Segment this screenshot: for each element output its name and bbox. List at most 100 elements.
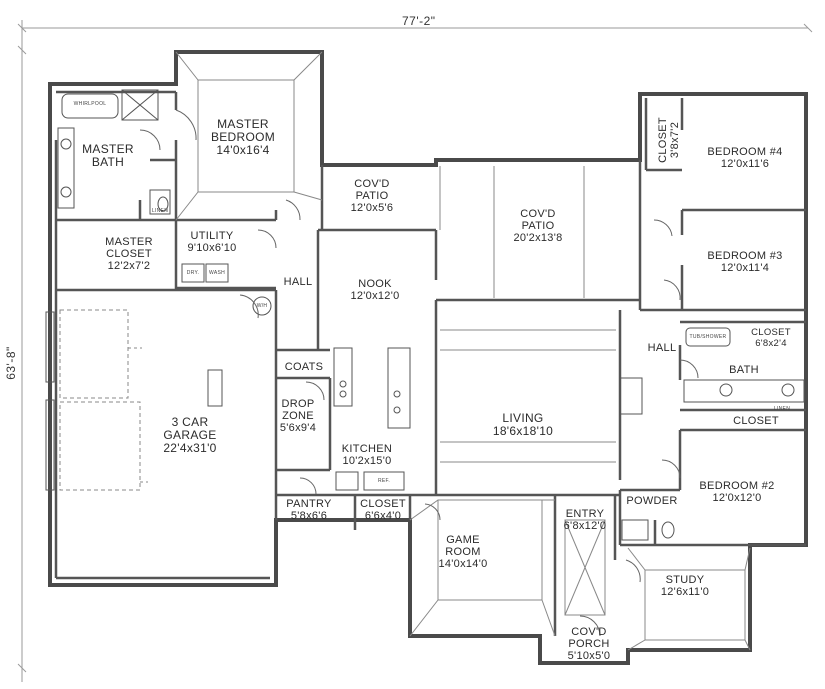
room-size: 5'10x5'0: [567, 650, 611, 662]
room-name: DROP ZONE: [281, 398, 315, 422]
room-size: 12'0x12'0: [712, 492, 762, 504]
room-master-bedroom: MASTER BEDROOM 14'0x16'4: [206, 118, 280, 157]
linen-label-master: LINEN: [151, 208, 169, 214]
room-size: 6'8x12'0: [563, 520, 607, 532]
room-closet-bed4: CLOSET 3'8x7'2: [657, 105, 681, 175]
powder-toilet: [661, 521, 675, 539]
room-size: 6'6x4'0: [364, 510, 402, 522]
room-garage: 3 CAR GARAGE 22'4x31'0: [150, 416, 230, 455]
room-entry: ENTRY 6'8x12'0: [558, 508, 612, 532]
room-drop-zone: DROP ZONE 5'6x9'4: [276, 398, 320, 434]
room-name: GAME ROOM: [445, 534, 481, 558]
room-size: 6'8x2'4: [755, 337, 787, 349]
refrigerator: [363, 471, 405, 491]
room-bath: BATH: [724, 364, 764, 376]
room-name: BEDROOM #2: [699, 480, 775, 492]
room-size: 12'6x11'0: [660, 586, 710, 598]
kitchen-counter: [333, 347, 353, 407]
tub-shower-label: TUB/SHOWER: [689, 334, 727, 340]
room-name: CLOSET: [751, 327, 791, 338]
room-name: COATS: [284, 361, 324, 373]
dimension-lines: [17, 20, 813, 682]
room-size: 20'2x13'8: [513, 232, 563, 244]
powder-vanity: [621, 519, 649, 541]
room-covd-patio-large: COV'D PATIO 20'2x13'8: [500, 208, 576, 244]
room-covd-porch: COV'D PORCH 5'10x5'0: [560, 626, 618, 662]
washer: [205, 263, 229, 283]
toilet: [157, 196, 169, 212]
washer-label: WASH: [208, 270, 225, 276]
room-size: 18'6x18'10: [492, 424, 554, 438]
ceiling-details: [45, 51, 751, 651]
room-name: POWDER: [626, 495, 678, 507]
linen-label-bath: LINEN: [773, 406, 791, 412]
room-size: 12'0x11'4: [720, 262, 770, 274]
kitchen-island: [387, 347, 411, 429]
room-living: LIVING 18'6x18'10: [488, 412, 558, 438]
room-name: LIVING: [502, 411, 544, 425]
overall-width-dimension: 77'-2": [402, 14, 436, 28]
room-name: STUDY: [665, 574, 705, 586]
room-name: MASTER BEDROOM: [210, 117, 276, 144]
room-size: 14'0x16'4: [216, 143, 270, 157]
room-master-bath: MASTER BATH: [76, 143, 140, 169]
interior-walls: [54, 90, 806, 636]
room-closet-kitchen: CLOSET 6'6x4'0: [356, 498, 410, 522]
room-powder: POWDER: [622, 495, 682, 507]
room-name: COV'D PORCH: [568, 626, 610, 650]
room-name: BATH: [729, 364, 759, 376]
room-name: BEDROOM #3: [707, 250, 783, 262]
water-heater: [252, 296, 272, 316]
room-size: 5'6x9'4: [279, 422, 317, 434]
room-size: 5'8x6'6: [290, 510, 328, 522]
room-bedroom2: BEDROOM #2 12'0x12'0: [692, 480, 782, 504]
room-size: 10'2x15'0: [342, 455, 392, 467]
shower: [121, 89, 159, 121]
fireplace: [619, 377, 643, 415]
room-name: BEDROOM #4: [707, 146, 783, 158]
room-nook: NOOK 12'0x12'0: [340, 278, 410, 302]
room-name: COV'D PATIO: [354, 178, 390, 202]
refrigerator-label: REF.: [377, 478, 391, 484]
room-kitchen: KITCHEN 10'2x15'0: [332, 443, 402, 467]
whirlpool-label: WHIRLPOOL: [73, 101, 107, 107]
room-size: 22'4x31'0: [163, 441, 217, 455]
room-name: MASTER BATH: [82, 142, 134, 169]
room-size: 12'0x12'0: [350, 290, 400, 302]
room-master-closet: MASTER CLOSET 12'2x7'2: [92, 236, 166, 272]
room-name: KITCHEN: [341, 443, 393, 455]
overall-depth-dimension: 63'-8": [3, 346, 18, 380]
room-pantry: PANTRY 5'8x6'6: [280, 498, 338, 522]
room-closet-bath: CLOSET 6'8x2'4: [746, 327, 796, 349]
bath-tub: [685, 327, 731, 347]
room-hall-right: HALL: [644, 342, 680, 354]
room-name: COV'D PATIO: [520, 208, 556, 232]
room-study: STUDY 12'6x11'0: [652, 574, 718, 598]
dryer-label: DRY.: [186, 270, 200, 276]
room-bedroom3: BEDROOM #3 12'0x11'4: [700, 250, 790, 274]
room-size: 3'8x7'2: [669, 121, 681, 159]
bath-vanity: [683, 379, 805, 403]
room-name: 3 CAR GARAGE: [163, 415, 217, 442]
room-size: 9'10x6'10: [187, 242, 237, 254]
room-name: NOOK: [358, 278, 392, 290]
master-vanity: [57, 127, 75, 209]
room-name: CLOSET: [657, 117, 669, 163]
exterior-walls: [48, 50, 808, 665]
room-size: 12'0x5'6: [350, 202, 394, 214]
room-size: 14'0x14'0: [438, 558, 488, 570]
room-size: 12'0x11'6: [720, 158, 770, 170]
room-name: CLOSET: [733, 415, 779, 427]
dryer: [181, 263, 205, 283]
water-heater-label: W/H: [256, 303, 268, 309]
room-covd-patio-small: COV'D PATIO 12'0x5'6: [340, 178, 404, 214]
door-swings: [139, 109, 699, 637]
room-closet-bed2: CLOSET: [728, 415, 784, 427]
room-utility: UTILITY 9'10x6'10: [180, 230, 244, 254]
room-name: PANTRY: [286, 498, 332, 510]
fixtures: [57, 89, 805, 541]
room-name: HALL: [283, 276, 313, 288]
room-name: MASTER CLOSET: [105, 236, 153, 260]
room-hall-left: HALL: [280, 276, 316, 288]
